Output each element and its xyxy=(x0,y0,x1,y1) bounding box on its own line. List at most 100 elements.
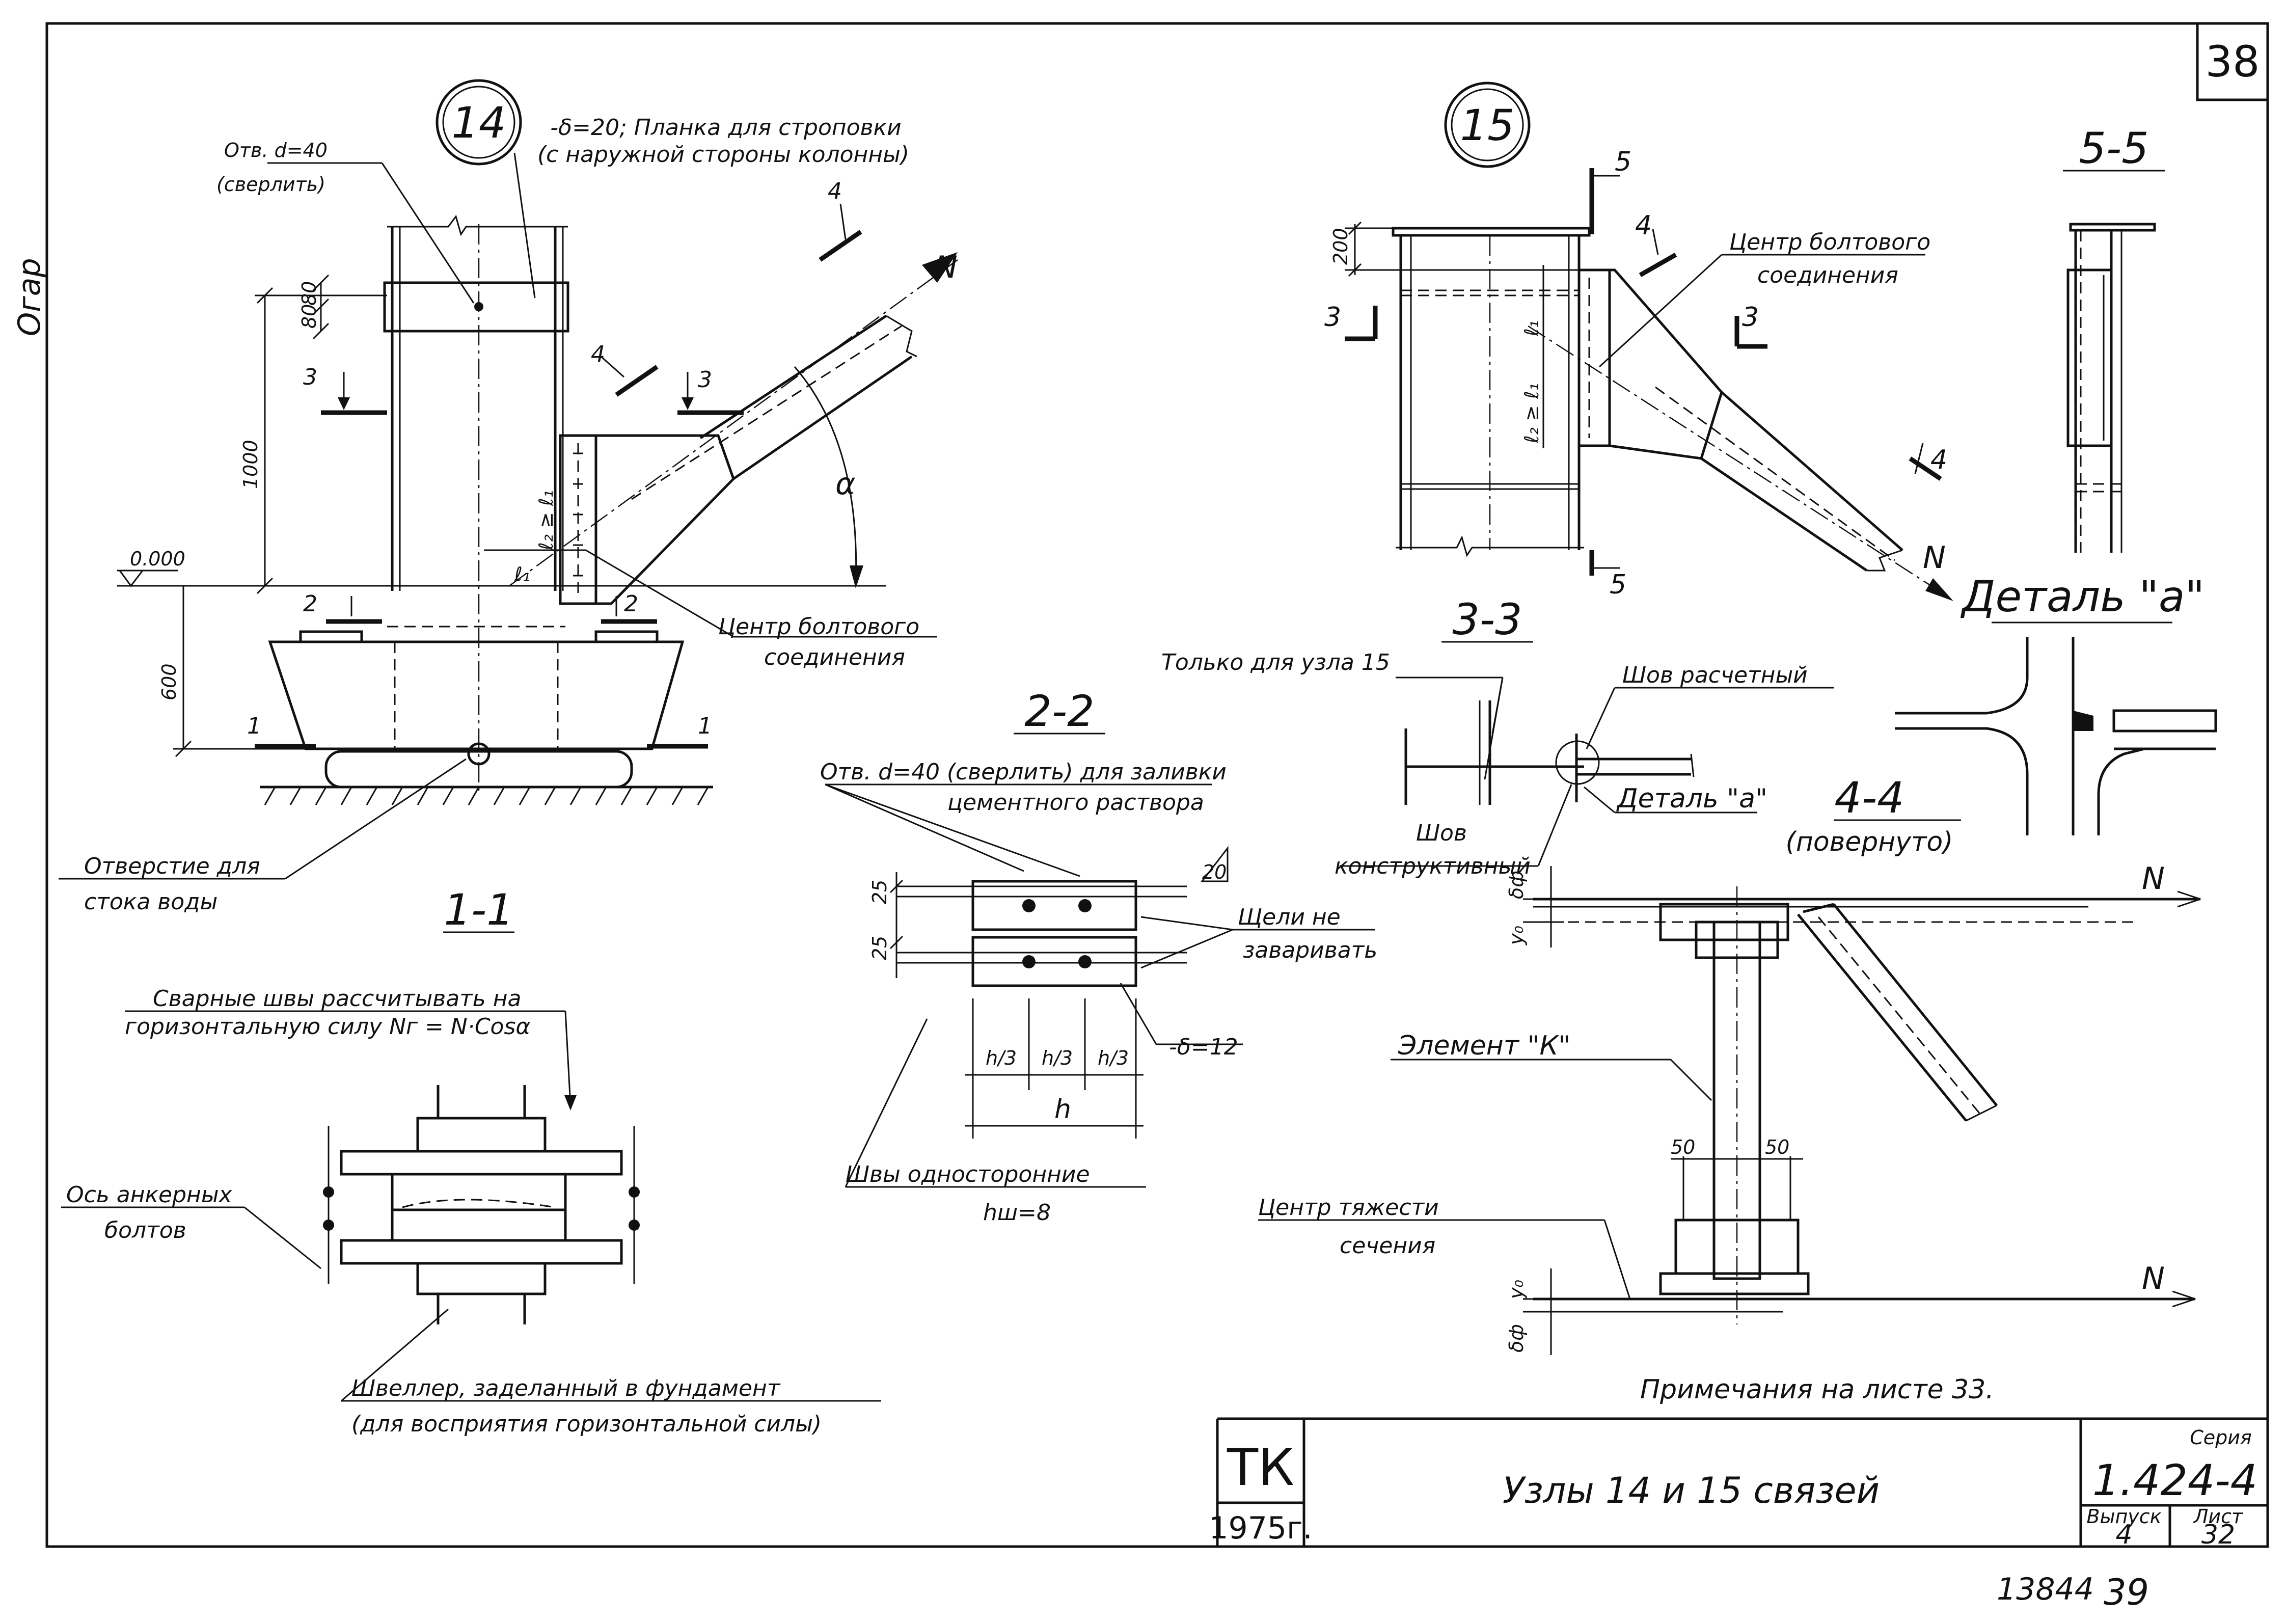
delta-f-bottom: δф xyxy=(1505,1324,1528,1352)
dim-20: 20 xyxy=(1202,861,1227,883)
detail-a-drawing xyxy=(1895,621,2217,835)
sheet-label: Лист xyxy=(2193,1505,2244,1528)
hole-22-line1: Отв. d=40 (сверлить) для заливки xyxy=(820,759,1227,785)
channel-note-line2: (для восприятия горизонтальной силы) xyxy=(351,1411,822,1437)
title-block xyxy=(1216,1417,2268,1547)
dim-25a: 25 xyxy=(868,880,891,904)
inventory-number: 13844 xyxy=(1997,1572,2094,1607)
dim-600: 600 xyxy=(158,663,180,700)
section-2-2-drawing xyxy=(825,733,1375,1188)
plate-note-line2: (с наружной стороны колонны) xyxy=(537,142,909,168)
series-label: Серия xyxy=(2190,1426,2252,1449)
node-15-number: 15 xyxy=(1460,100,1515,150)
rotated-note: (повернуто) xyxy=(1786,827,1953,857)
cut-2-right: 2 xyxy=(624,591,638,617)
bolt-center-14: Центр болтового xyxy=(718,614,919,640)
cut-3-right: 3 xyxy=(698,367,712,393)
weld-constructive-line1: Шов xyxy=(1416,820,1467,846)
section-2-2-title: 2-2 xyxy=(1024,686,1094,736)
bolt-center-15-line2: соединения xyxy=(1757,262,1898,288)
brace-axis xyxy=(509,259,958,587)
cut-1-left: 1 xyxy=(247,713,261,739)
node-14-drawing xyxy=(59,79,958,880)
cut-5-bottom: 5 xyxy=(1610,570,1626,600)
gusset-plate xyxy=(559,434,597,605)
node-15-circle xyxy=(1444,82,1531,168)
weld-constructive-line2: конструктивный xyxy=(1335,853,1531,879)
hole-note-14: Отв. d=40 xyxy=(224,139,328,161)
l2-l1-14: ℓ₂ ≥ ℓ₁ xyxy=(535,490,557,551)
h3-b: h/3 xyxy=(1042,1047,1073,1069)
gravity-center-line1: Центр тяжести xyxy=(1258,1195,1439,1221)
l1-15: ℓ₁ xyxy=(1520,320,1543,337)
cut-1-right: 1 xyxy=(698,713,712,739)
l2-l1-15: ℓ₂ ≥ ℓ₁ xyxy=(1520,383,1543,444)
only-node15-note: Только для узла 15 xyxy=(1161,649,1390,675)
h3-a: h/3 xyxy=(986,1047,1017,1069)
section-1-1-drawing xyxy=(61,931,881,1402)
section-1-1-labels: 1-1 Сварные швы рассчитывать на горизонт… xyxy=(66,885,822,1437)
l1-14: ℓ₁ xyxy=(514,563,530,585)
node-14-circle xyxy=(436,79,522,166)
y0-bottom: y₀ xyxy=(1505,1280,1528,1300)
water-hole-line2: стока воды xyxy=(84,889,217,915)
series-number: 1.424-4 xyxy=(2092,1455,2257,1505)
weld-design-note: Шов расчетный xyxy=(1622,662,1808,688)
cut-4-15-lower: 4 xyxy=(1930,445,1947,475)
cut-3-15-left: 3 xyxy=(1324,302,1341,333)
node-14-labels: 14 -δ=20; Планка для строповки (с наружн… xyxy=(84,98,958,915)
delta-f-top: δф xyxy=(1505,871,1528,899)
plate-hole xyxy=(474,302,483,311)
column-base xyxy=(268,640,685,750)
title-sheet-number: 32 xyxy=(2201,1520,2235,1550)
cut-3-15-right: 3 xyxy=(1742,302,1759,333)
element-k-label: Элемент "К" xyxy=(1398,1031,1570,1061)
force-N-14: N xyxy=(935,250,958,285)
cut-5-top: 5 xyxy=(1615,147,1631,177)
page-number: 39 xyxy=(2104,1572,2149,1613)
sheet-frame xyxy=(45,22,2269,1548)
section-1-1-title: 1-1 xyxy=(444,885,513,935)
node-14-circle-inner xyxy=(442,86,515,159)
cut-4-lower: 4 xyxy=(591,341,605,367)
bolt-center-15: Центр болтового xyxy=(1729,229,1930,255)
y0-top: y₀ xyxy=(1505,926,1528,945)
section-5-5-drawing xyxy=(2063,170,2165,553)
issue-number: 4 xyxy=(2115,1520,2132,1550)
signature-text: Огар xyxy=(12,258,47,336)
plate-note-line1: -δ=20; Планка для строповки xyxy=(550,115,901,141)
anchor-axis-line1: Ось анкерных xyxy=(66,1182,233,1208)
hole-note-14-line2: (сверлить) xyxy=(216,173,325,196)
bolt-center-14-line2: соединения xyxy=(764,644,905,670)
section-3-3-drawing xyxy=(1340,641,1834,867)
detail-a-reference: Деталь "а" xyxy=(1616,783,1767,814)
tk-mark: ТК xyxy=(1227,1438,1294,1497)
dim-80a: 80 xyxy=(298,304,320,329)
channel-note-line1: Швеллер, заделанный в фундамент xyxy=(351,1375,781,1401)
dim-80b: 80 xyxy=(298,281,320,306)
issue-label: Выпуск xyxy=(2086,1505,2161,1528)
dim-h: h xyxy=(1054,1094,1071,1125)
dim-50a: 50 xyxy=(1671,1136,1695,1158)
welds-note-line2: горизонтальную силу Nг = N·Cosα xyxy=(125,1014,530,1040)
section-2-2-labels: 2-2 Отв. d=40 (сверлить) для заливки цем… xyxy=(820,686,1377,1226)
welds-one-side: Швы односторонние xyxy=(846,1161,1090,1187)
node-15-circle-inner xyxy=(1451,88,1524,161)
force-N-44-bottom: N xyxy=(2142,1261,2165,1296)
dim-50b: 50 xyxy=(1765,1136,1789,1158)
section-3-3-labels: 3-3 Только для узла 15 Шов расчетный Дет… xyxy=(1161,594,1808,879)
lifting-plate xyxy=(383,281,569,333)
level-mark: 0.000 xyxy=(130,548,185,570)
slots-line1: Щели не xyxy=(1238,904,1341,930)
cut-3-left: 3 xyxy=(303,364,317,390)
node-14-number: 14 xyxy=(452,98,506,148)
force-N-44-top: N xyxy=(2142,861,2165,897)
slots-line2: заваривать xyxy=(1243,937,1377,963)
section-5-5-title: 5-5 xyxy=(2079,123,2148,173)
section-4-4-labels: 4-4 (повернуто) N N Элемент "К" Центр тя… xyxy=(1258,773,2165,1352)
hw-8: hш=8 xyxy=(983,1200,1051,1226)
drawing-title: Узлы 14 и 15 связей xyxy=(1503,1470,1880,1511)
welds-note-line1: Сварные швы рассчитывать на xyxy=(153,986,521,1012)
